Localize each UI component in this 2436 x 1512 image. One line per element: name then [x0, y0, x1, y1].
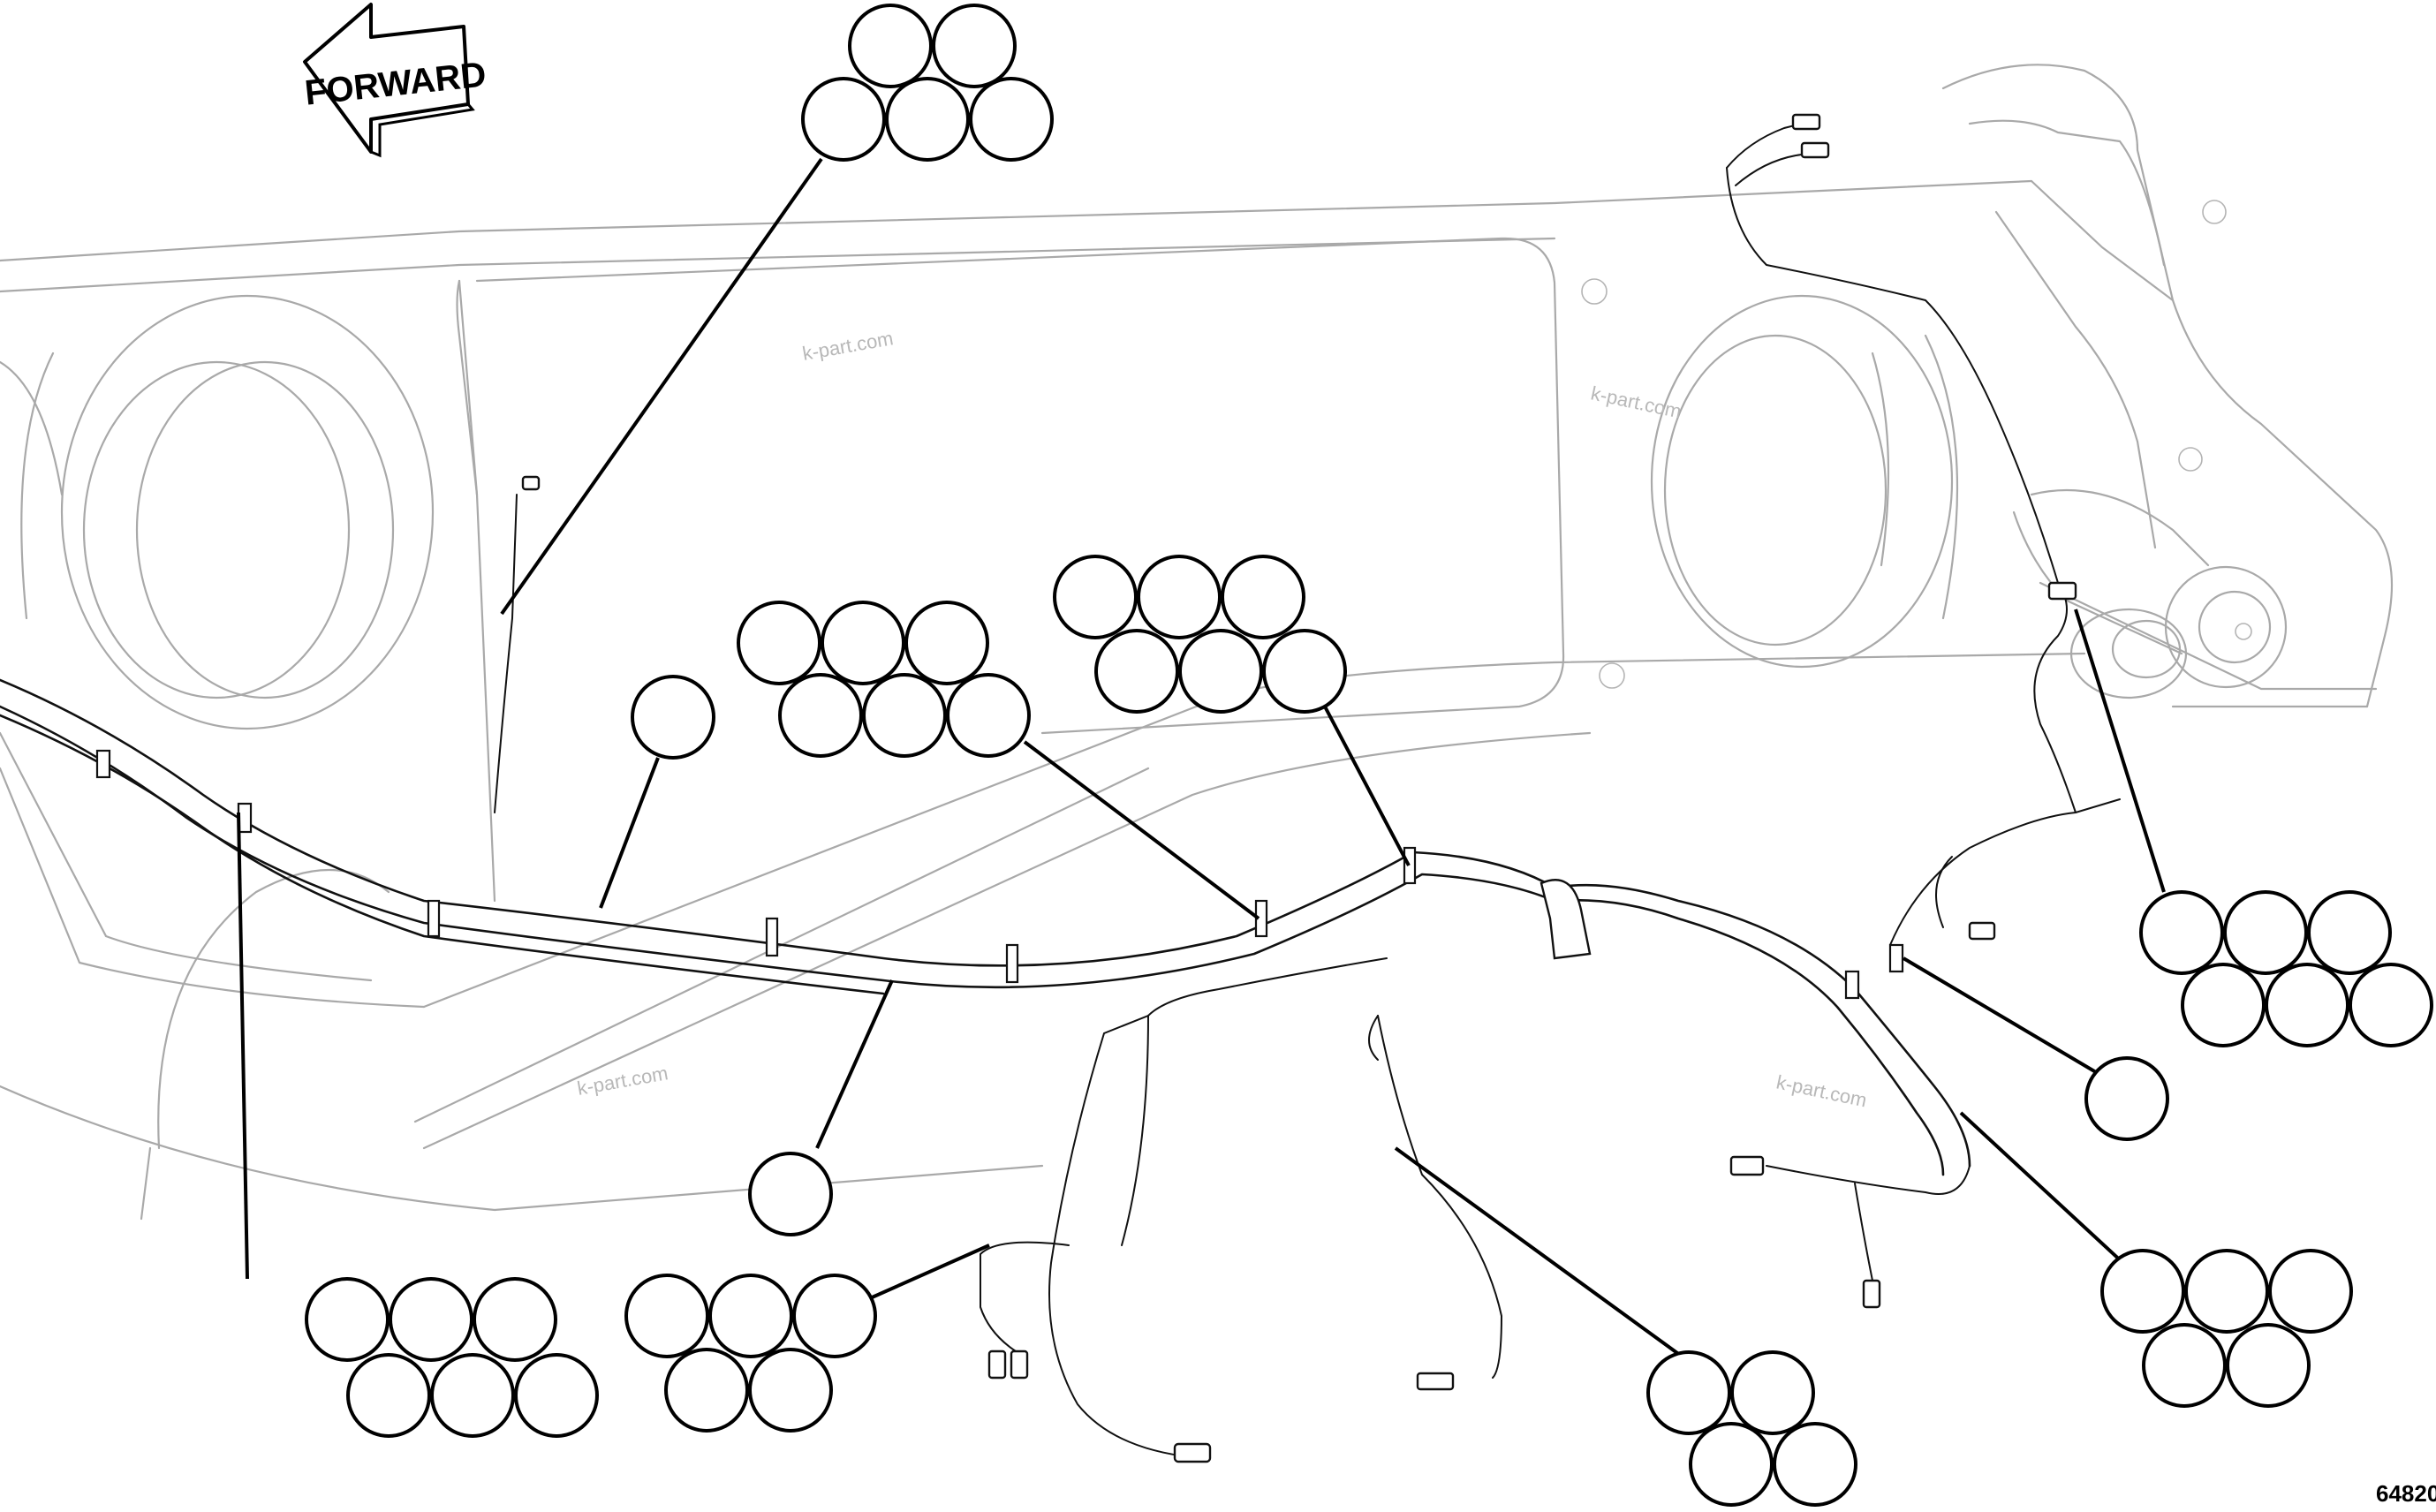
chassis-frame — [0, 64, 2394, 1221]
callout-group-bottom-right-center — [1646, 1350, 1857, 1507]
watermark-3: k-part.com — [576, 1062, 670, 1100]
watermark-1: k-part.com — [801, 327, 896, 365]
callout-group-middle — [737, 601, 1031, 758]
callout-group-bottom-left — [305, 1277, 599, 1438]
watermark-4: k-part.com — [1774, 1070, 1869, 1111]
figure-id: 64820 — [2376, 1480, 2436, 1507]
forward-arrow: FORWARD — [303, 3, 488, 158]
callout-single-trunk — [631, 675, 715, 760]
callout-group-bottom-center — [624, 1274, 877, 1433]
callout-group-middle-right — [1053, 555, 1347, 714]
callout-group-bottom-right — [2100, 1249, 2353, 1408]
callout-single-right — [2084, 1056, 2169, 1141]
callout-leaders — [237, 157, 2166, 1362]
wire-harness — [0, 113, 2121, 1463]
callout-group-top — [801, 4, 1054, 162]
watermark-2: k-part.com — [1589, 382, 1683, 422]
callout-single-lower — [748, 1152, 833, 1236]
callout-group-right — [2139, 890, 2433, 1047]
